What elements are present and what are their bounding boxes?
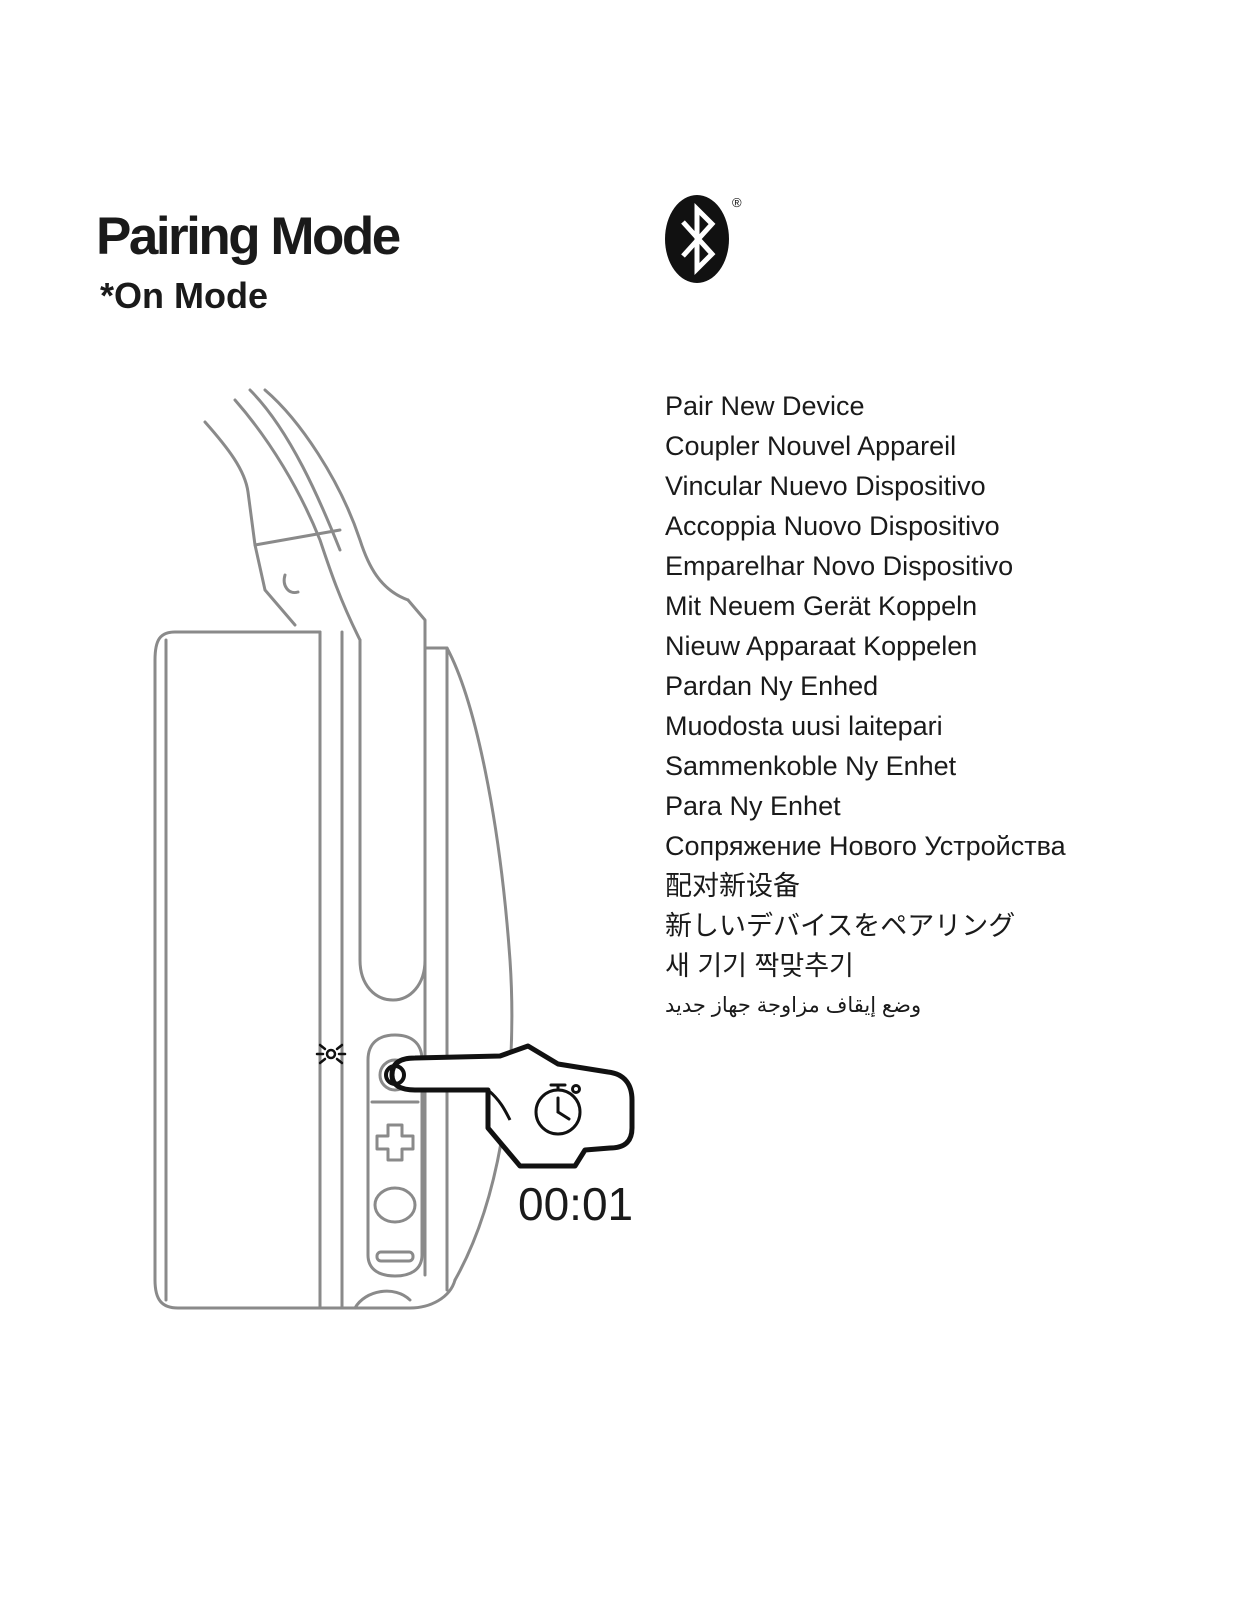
- list-item: Para Ny Enhet: [665, 791, 841, 821]
- list-item: Emparelhar Novo Dispositivo: [665, 551, 1014, 581]
- list-item: Nieuw Apparaat Koppelen: [665, 631, 978, 661]
- list-item: Pair New Device: [665, 391, 865, 421]
- bluetooth-icon: ®: [665, 195, 742, 283]
- volume-plus-button: [375, 1123, 415, 1162]
- list-item: Pardan Ny Enhed: [665, 671, 879, 701]
- list-item: Muodosta uusi laitepari: [665, 711, 943, 741]
- volume-minus-button: [375, 1250, 415, 1263]
- list-item: Mit Neuem Gerät Koppeln: [665, 591, 978, 621]
- headphone-earcup: [153, 630, 514, 1310]
- list-item: Vincular Nuevo Dispositivo: [665, 471, 986, 501]
- page-title: Pairing Mode: [96, 207, 401, 266]
- hand-pointer-icon: [389, 1043, 635, 1169]
- list-item: Sammenkoble Ny Enhet: [665, 751, 957, 781]
- list-item: وضع إيقاف مزاوجة جهاز جديد: [665, 994, 922, 1017]
- list-item: 新しいデバイスをペアリング: [665, 911, 1016, 941]
- play-button: [373, 1186, 417, 1224]
- headband: [203, 388, 410, 642]
- list-item: Coupler Nouvel Appareil: [665, 431, 957, 461]
- led-indicator-icon: [315, 1043, 347, 1065]
- list-item: Сопряжение Нового Устройства: [665, 831, 1066, 861]
- language-list: Pair New Device Coupler Nouvel Appareil …: [665, 386, 1066, 1026]
- list-item: 配对新设备: [665, 871, 800, 901]
- stopwatch-icon: [534, 1083, 582, 1136]
- timer-label: 00:01: [518, 1178, 634, 1230]
- list-item: Accoppia Nuovo Dispositivo: [665, 511, 1000, 541]
- page-subtitle: *On Mode: [100, 275, 268, 316]
- earcup-bottom-edge: [353, 1289, 412, 1310]
- registered-mark: ®: [732, 195, 742, 210]
- slider-arm: [358, 598, 427, 1002]
- headphone-illustration: [153, 388, 635, 1310]
- list-item: 새 기기 짝맞추기: [665, 951, 854, 981]
